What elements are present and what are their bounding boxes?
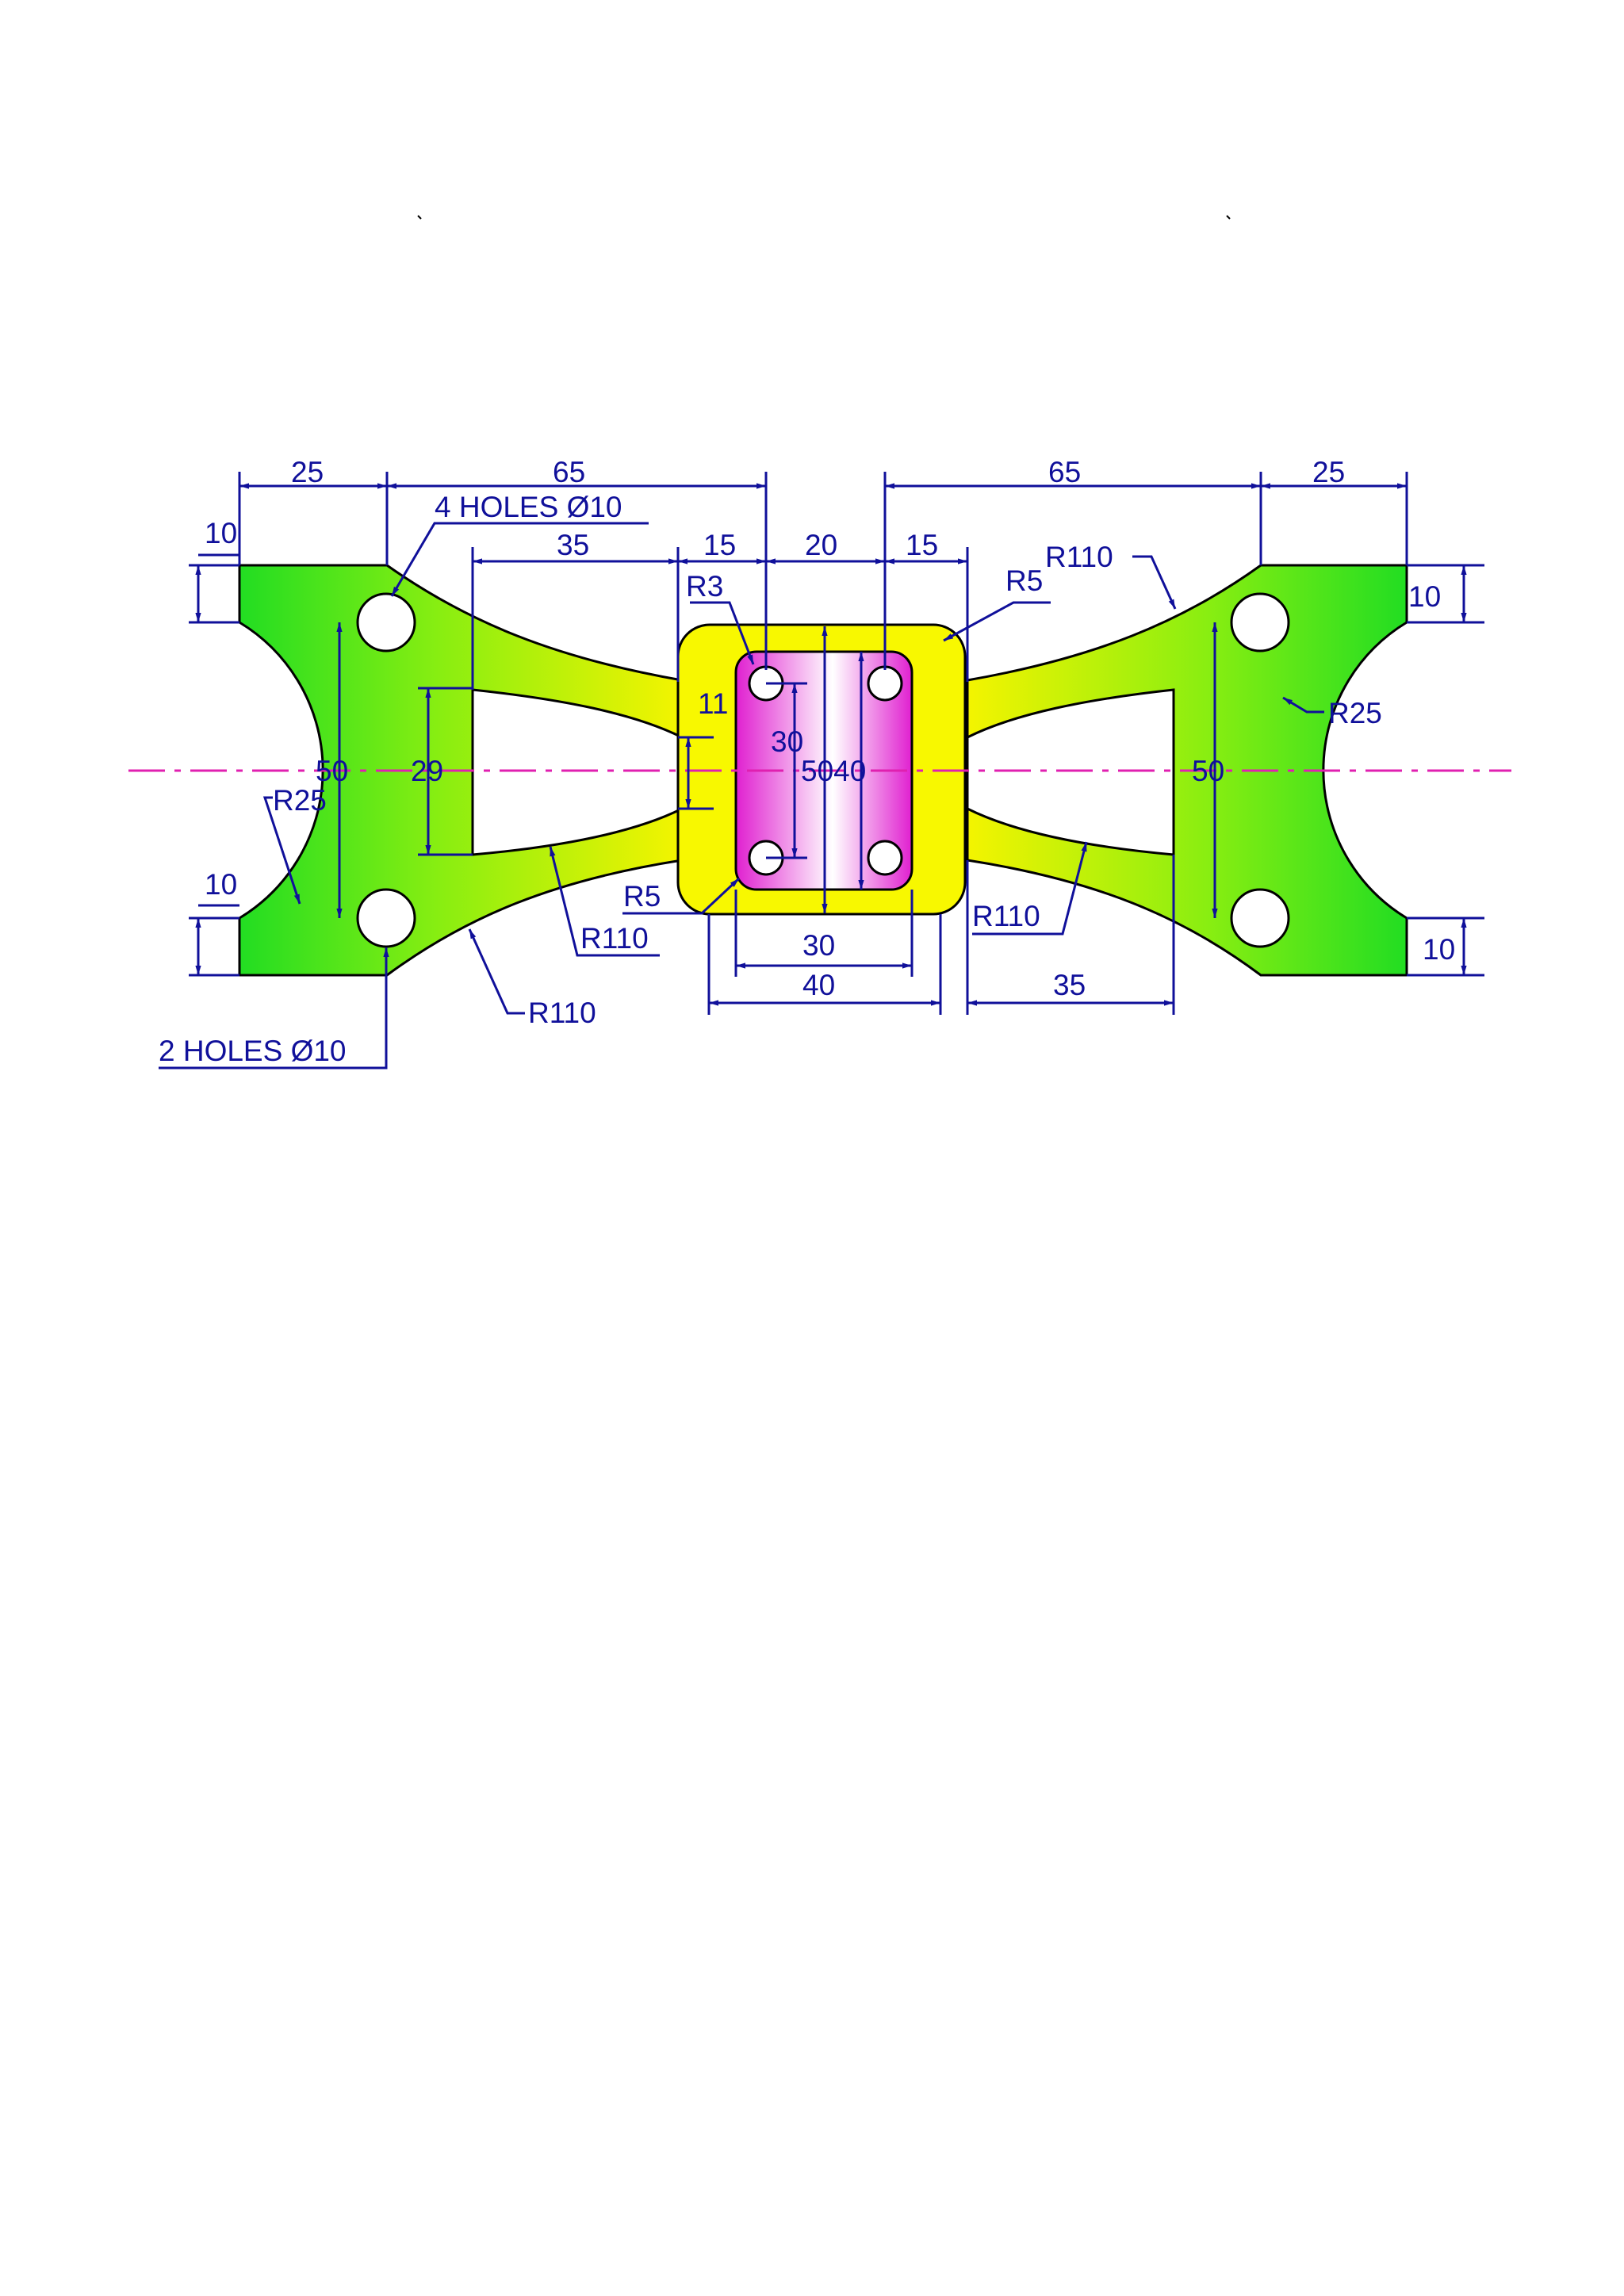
label-10-right-bottom: 10 <box>1423 933 1455 966</box>
label-10-left-bottom: 10 <box>205 868 237 901</box>
label-r25-right: R25 <box>1328 697 1382 729</box>
leader-r25-left <box>262 796 301 905</box>
label-r110-mid-left: R110 <box>580 922 649 955</box>
corner-mark-right <box>1226 215 1231 220</box>
label-15-left: 15 <box>703 529 736 561</box>
leader-r110-mid-left <box>549 846 660 957</box>
label-r110-mid-right: R110 <box>972 900 1040 932</box>
label-r25-left: R25 <box>273 784 327 817</box>
label-25-right: 25 <box>1312 456 1345 488</box>
part-body <box>238 564 1408 977</box>
label-40-horizontal: 40 <box>802 969 835 1001</box>
label-50-left: 50 <box>316 755 348 787</box>
label-5040: 5040 <box>801 755 866 787</box>
leader-2-holes <box>159 947 389 1070</box>
label-r110-bottom-left: R110 <box>528 997 596 1029</box>
hole-right-top <box>1230 592 1290 652</box>
label-65-right: 65 <box>1048 456 1081 488</box>
hole-pocket-tr <box>867 665 903 702</box>
label-4-holes: 4 HOLES Ø10 <box>435 491 622 523</box>
label-20: 20 <box>805 529 837 561</box>
label-15-right: 15 <box>906 529 938 561</box>
label-29: 29 <box>411 755 443 787</box>
leader-r110-top-right <box>1132 555 1177 610</box>
hole-right-bottom <box>1230 888 1290 948</box>
label-35-top: 35 <box>557 529 589 561</box>
leader-r25-right <box>1282 696 1324 714</box>
leader-r3 <box>690 601 755 665</box>
corner-mark-left <box>417 215 422 220</box>
dimensions <box>159 472 1484 1070</box>
leader-r5-bottom <box>622 877 741 915</box>
label-r110-top-right: R110 <box>1045 541 1113 573</box>
label-30-horizontal: 30 <box>802 929 835 962</box>
leader-4-holes <box>390 522 649 597</box>
leader-r110-bottom-left <box>468 928 525 1015</box>
label-r5-bottom: R5 <box>623 880 661 913</box>
label-10-left-top: 10 <box>205 517 237 549</box>
label-2-holes: 2 HOLES Ø10 <box>159 1035 347 1067</box>
label-r3: R3 <box>686 570 723 603</box>
label-r5-top: R5 <box>1005 564 1043 597</box>
hole-pocket-br <box>867 840 903 876</box>
label-35-bottom: 35 <box>1053 969 1086 1001</box>
hole-left-top <box>356 592 416 652</box>
label-65-left: 65 <box>553 456 585 488</box>
leader-r110-mid-right <box>972 841 1088 936</box>
label-10-right-top: 10 <box>1408 580 1441 613</box>
leader-r5-top <box>943 601 1051 642</box>
label-11: 11 <box>698 687 728 720</box>
dimension-labels: 25 65 65 25 4 HOLES Ø10 35 15 20 15 R110… <box>159 456 1455 1067</box>
hole-left-bottom <box>356 888 416 948</box>
label-25-left: 25 <box>291 456 324 488</box>
label-50-right: 50 <box>1192 755 1224 787</box>
label-30-vertical: 30 <box>771 725 803 758</box>
